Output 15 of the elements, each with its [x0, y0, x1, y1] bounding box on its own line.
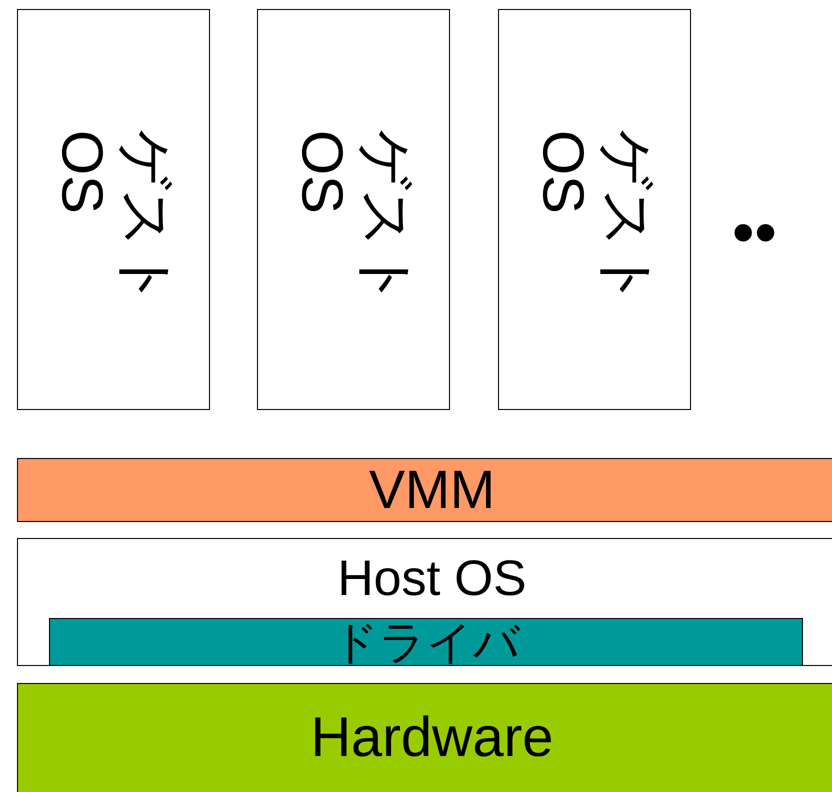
layer-label: ゲスト OS [50, 130, 178, 309]
layer-label: ゲスト OS [290, 130, 418, 309]
layer-label: VMM [369, 463, 495, 517]
guest-os-box [498, 9, 691, 410]
layer-label: ゲスト OS [530, 130, 658, 309]
host-os-layer [17, 538, 832, 666]
vmm-layer [17, 458, 832, 522]
hardware-layer [17, 683, 832, 792]
ellipsis-mark: •• [732, 200, 777, 264]
driver-layer [49, 618, 803, 666]
layer-label: ドライバ [332, 619, 520, 665]
layer-label: Host OS [338, 553, 526, 603]
layer-label: Hardware [310, 709, 554, 765]
guest-os-box [257, 9, 450, 410]
guest-os-box [17, 9, 210, 410]
